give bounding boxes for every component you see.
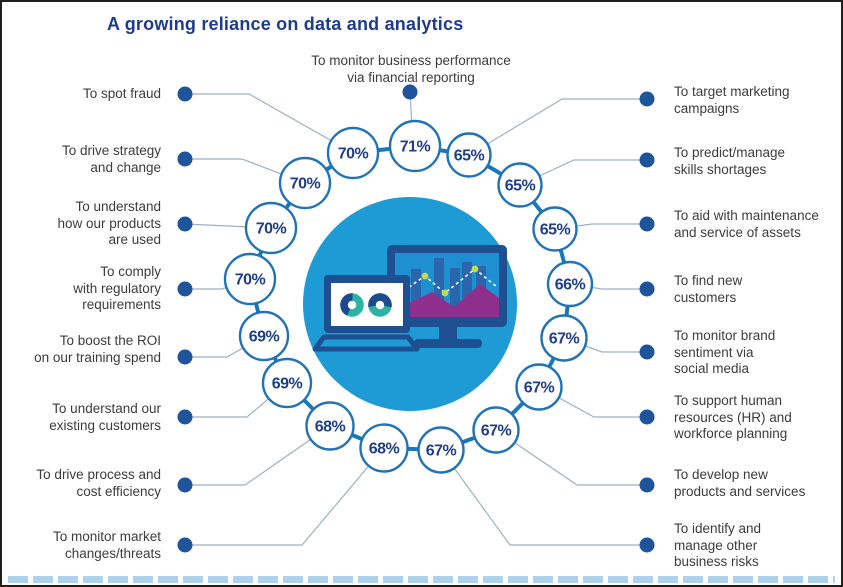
label-develop-products: To develop new products and services [674,467,806,499]
leader-line [185,425,331,486]
monitor-illustration [387,245,507,348]
bubble-brand-sentiment: 67% [540,314,588,362]
connector-dot [177,409,193,425]
donut-chart-left [340,293,364,317]
bubble-percent: 65% [505,178,536,195]
label-business-risks: To identify and manage other business ri… [674,521,762,569]
label-understand-products: To understand how our products are used [57,199,161,247]
mountain-area-graphic [395,284,499,317]
connector-dot [639,281,655,297]
bubble-comply-regulatory: 70% [223,252,277,306]
connector-dot [177,281,193,297]
bubble-monitor-business-performance: 71% [388,119,442,173]
laptop-illustration [312,275,420,352]
connector-dot [639,537,655,553]
central-circle-graphic [303,197,517,411]
connector-dot [639,477,655,493]
bubble-percent: 67% [426,443,457,460]
connector-dots [177,84,655,553]
label-understand-customers: To understand our existing customers [49,401,161,433]
bubble-percent: 70% [338,146,369,163]
leader-line [495,429,647,486]
connector-dot [639,91,655,107]
bubble-percent: 67% [481,423,512,440]
bubble-percent: 66% [555,277,586,294]
bubble-understand-customers: 69% [261,357,313,409]
bubble-percent: 70% [235,272,266,289]
bubble-percent: 65% [454,148,485,165]
label-process-efficiency: To drive process and cost efficiency [36,467,161,499]
connector-dot [177,216,193,232]
bubble-skills-shortages: 65% [497,162,543,208]
label-spot-fraud: To spot fraud [82,86,161,101]
leader-line [440,449,647,546]
bubble-boost-roi: 69% [238,310,290,362]
leader-line [185,93,354,154]
monitor-stand-neck [439,327,457,341]
bubble-percent: 70% [256,221,287,238]
bubble-understand-products: 70% [244,201,298,255]
connector-dot [639,344,655,360]
bottom-accent-strip [8,576,835,583]
bubble-market-changes: 68% [359,423,409,473]
trend-line-graphic [398,265,498,297]
label-monitor-business-performance: To monitor business performance via fina… [311,53,511,85]
label-skills-shortages: To predict/manage skills shortages [674,145,786,177]
label-find-customers: To find new customers [674,273,743,305]
label-comply-regulatory: To comply with regulatory requirements [73,264,161,312]
bubble-percent: 71% [400,139,431,156]
connector-dot [177,537,193,553]
bubble-target-marketing: 65% [446,132,492,178]
donut-chart-right [368,293,392,317]
bubble-spot-fraud: 70% [326,126,380,180]
connector-dot [177,151,193,167]
connector-dot [639,216,655,232]
bubble-percent: 67% [524,380,555,397]
page-title: A growing reliance on data and analytics [107,14,464,34]
bubble-percent: 65% [540,222,571,239]
leader-line [468,98,647,156]
label-maintenance-assets: To aid with maintenance and service of a… [674,208,819,240]
bubble-find-customers: 66% [546,260,594,308]
connector-dot [177,86,193,102]
percent-bubbles: 71% 65% 65% 65% 66% 67% 67% 67% [223,119,594,474]
connector-dot [639,409,655,425]
connector-dot [177,477,193,493]
label-drive-strategy: To drive strategy and change [61,143,161,175]
label-boost-roi: To boost the ROI on our training spend [34,333,161,365]
monitor-stand-base [414,339,482,348]
connector-dot [639,152,655,168]
bubble-maintenance-assets: 65% [532,206,578,252]
bubble-develop-products: 67% [472,406,520,454]
bubble-process-efficiency: 68% [305,401,355,451]
bubble-drive-strategy: 70% [278,156,332,210]
connector-dot [177,349,193,365]
bubble-percent: 70% [290,176,321,193]
label-support-hr: To support human resources (HR) and work… [674,393,792,441]
bubble-percent: 67% [549,331,580,348]
bubble-support-hr: 67% [515,363,563,411]
label-target-marketing: To target marketing campaigns [674,84,790,116]
bubble-business-risks: 67% [417,426,465,474]
bubble-percent: 68% [369,441,400,458]
connector-dot [402,84,418,100]
label-market-changes: To monitor market changes/threats [52,529,161,561]
laptop-base [312,334,420,352]
bubble-percent: 69% [249,329,280,346]
label-brand-sentiment: To monitor brand sentiment via social me… [674,328,776,376]
leader-line [185,447,385,546]
bubble-percent: 68% [315,419,346,436]
bubble-percent: 69% [272,376,303,393]
